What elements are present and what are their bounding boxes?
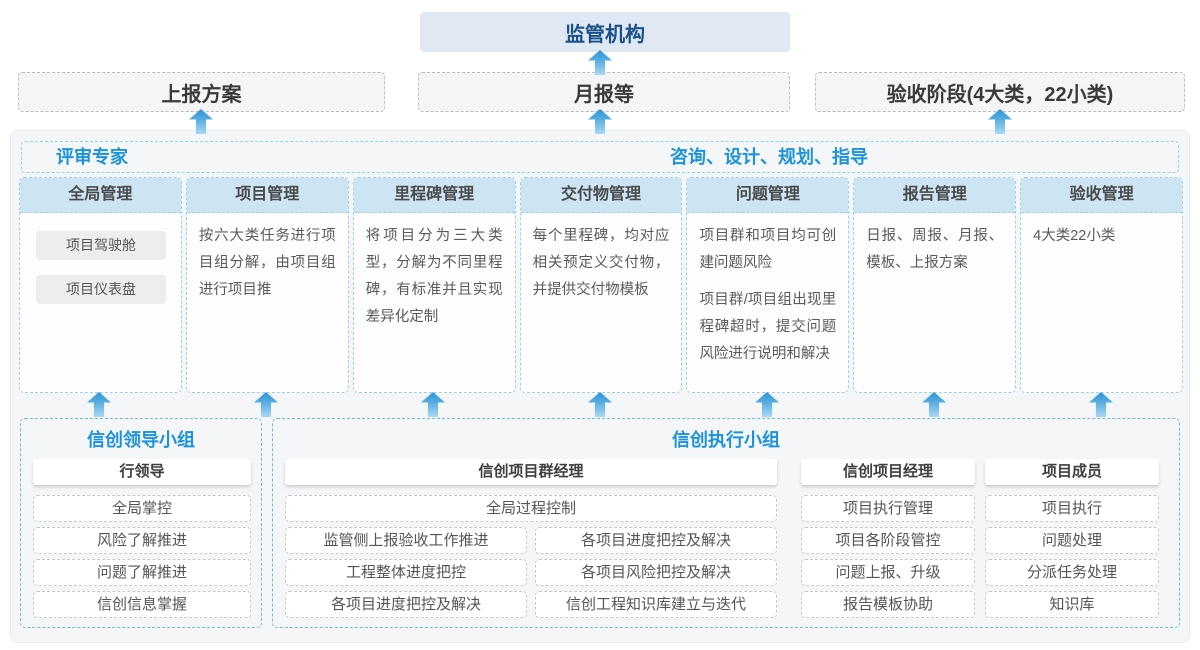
leadership-group-title: 信创领导小组 (87, 430, 195, 450)
column-body: 项目群和项目均可创建问题风险 项目群/项目组出现里程碑超时，提交问题风险进行说明… (687, 213, 848, 392)
list-item: 各项目进度把控及解决 (285, 591, 527, 618)
column-report-management: 报告管理 日报、周报、月报、模板、上报方案 (853, 177, 1017, 393)
list-item: 分派任务处理 (985, 559, 1159, 586)
column-deliverable-management: 交付物管理 每个里程碑，均对应相关预定义交付物，并提供交付物模板 (519, 177, 683, 393)
column-body: 项目驾驶舱 项目仪表盘 (20, 213, 181, 392)
column-milestone-management: 里程碑管理 将项目分为三大类型，分解为不同里程碑，有标准并且实现差异化定制 (352, 177, 516, 393)
management-platform-panel: 评审专家 咨询、设计、规划、指导 全局管理 项目驾驶舱 项目仪表盘 项目管理 按… (10, 130, 1190, 643)
list-item: 信创工程知识库建立与迭代 (535, 591, 777, 618)
channel-monthly-report: 月报等 (418, 72, 790, 112)
list-item: 报告模板协助 (801, 591, 975, 618)
column-header: 问题管理 (687, 178, 849, 213)
list-item: 各项目风险把控及解决 (535, 559, 777, 586)
column-header: 交付物管理 (520, 178, 682, 213)
expert-roles-bar: 评审专家 咨询、设计、规划、指导 (21, 141, 1179, 173)
column-body: 每个里程碑，均对应相关预定义交付物，并提供交付物模板 (521, 213, 682, 392)
execution-group-title: 信创执行小组 (672, 430, 780, 450)
list-item: 知识库 (985, 591, 1159, 618)
list-item: 项目各阶段管控 (801, 527, 975, 554)
project-cockpit-chip: 项目驾驶舱 (36, 231, 166, 260)
channel-report-plan: 上报方案 (18, 72, 385, 112)
column-body: 日报、周报、月报、模板、上报方案 (854, 213, 1015, 392)
list-item: 问题上报、升级 (801, 559, 975, 586)
list-item: 工程整体进度把控 (285, 559, 527, 586)
list-item: 信创信息掌握 (33, 591, 251, 618)
review-experts-label: 评审专家 (56, 147, 128, 167)
list-item: 风险了解推进 (33, 527, 251, 554)
bank-leader-card: 行领导 (33, 459, 251, 485)
column-description: 每个里程碑，均对应相关预定义交付物，并提供交付物模板 (532, 228, 670, 298)
list-item: 问题处理 (985, 527, 1159, 554)
list-item: 全局过程控制 (285, 495, 777, 522)
column-description: 项目群和项目均可创建问题风险 (699, 228, 837, 271)
project-member-card: 项目成员 (985, 459, 1159, 485)
list-item: 全局掌控 (33, 495, 251, 522)
consulting-design-label: 咨询、设计、规划、指导 (670, 147, 868, 167)
column-header: 报告管理 (854, 178, 1016, 213)
column-description: 项目群/项目组出现里程碑超时，提交问题风险进行说明和解决 (699, 292, 837, 362)
list-item: 项目执行管理 (801, 495, 975, 522)
column-header: 验收管理 (1021, 178, 1183, 213)
column-issue-management: 问题管理 项目群和项目均可创建问题风险 项目群/项目组出现里程碑超时，提交问题风… (686, 177, 850, 393)
program-manager-card: 信创项目群经理 (285, 459, 777, 485)
column-description: 按六大类任务进行项目组分解，由项目组进行项目推 (198, 228, 336, 298)
channel-acceptance-stage: 验收阶段(4大类，22小类) (815, 72, 1185, 112)
column-description: 将项目分为三大类型，分解为不同里程碑，有标准并且实现差异化定制 (365, 228, 503, 325)
regulator-box: 监管机构 (420, 12, 790, 52)
column-body: 4大类22小类 (1021, 213, 1182, 392)
column-global-management: 全局管理 项目驾驶舱 项目仪表盘 (19, 177, 182, 393)
column-project-management: 项目管理 按六大类任务进行项目组分解，由项目组进行项目推 (185, 177, 349, 393)
list-item: 项目执行 (985, 495, 1159, 522)
column-body: 按六大类任务进行项目组分解，由项目组进行项目推 (187, 213, 348, 392)
execution-group-box: 信创执行小组 信创项目群经理 全局过程控制 监管侧上报验收工作推进 各项目进度把… (272, 418, 1180, 628)
project-manager-card: 信创项目经理 (801, 459, 975, 485)
column-description: 日报、周报、月报、模板、上报方案 (866, 228, 1004, 271)
column-body: 将项目分为三大类型，分解为不同里程碑，有标准并且实现差异化定制 (354, 213, 515, 392)
column-header: 里程碑管理 (353, 178, 515, 213)
column-header: 项目管理 (186, 178, 348, 213)
list-item: 问题了解推进 (33, 559, 251, 586)
column-header: 全局管理 (20, 178, 181, 213)
management-columns: 全局管理 项目驾驶舱 项目仪表盘 项目管理 按六大类任务进行项目组分解，由项目组… (19, 177, 1184, 393)
column-acceptance-management: 验收管理 4大类22小类 (1020, 177, 1184, 393)
list-item: 各项目进度把控及解决 (535, 527, 777, 554)
leadership-group-box: 信创领导小组 行领导 全局掌控 风险了解推进 问题了解推进 信创信息掌握 (20, 418, 262, 628)
project-dashboard-chip: 项目仪表盘 (36, 275, 166, 304)
column-description: 4大类22小类 (1033, 228, 1116, 244)
list-item: 监管侧上报验收工作推进 (285, 527, 527, 554)
